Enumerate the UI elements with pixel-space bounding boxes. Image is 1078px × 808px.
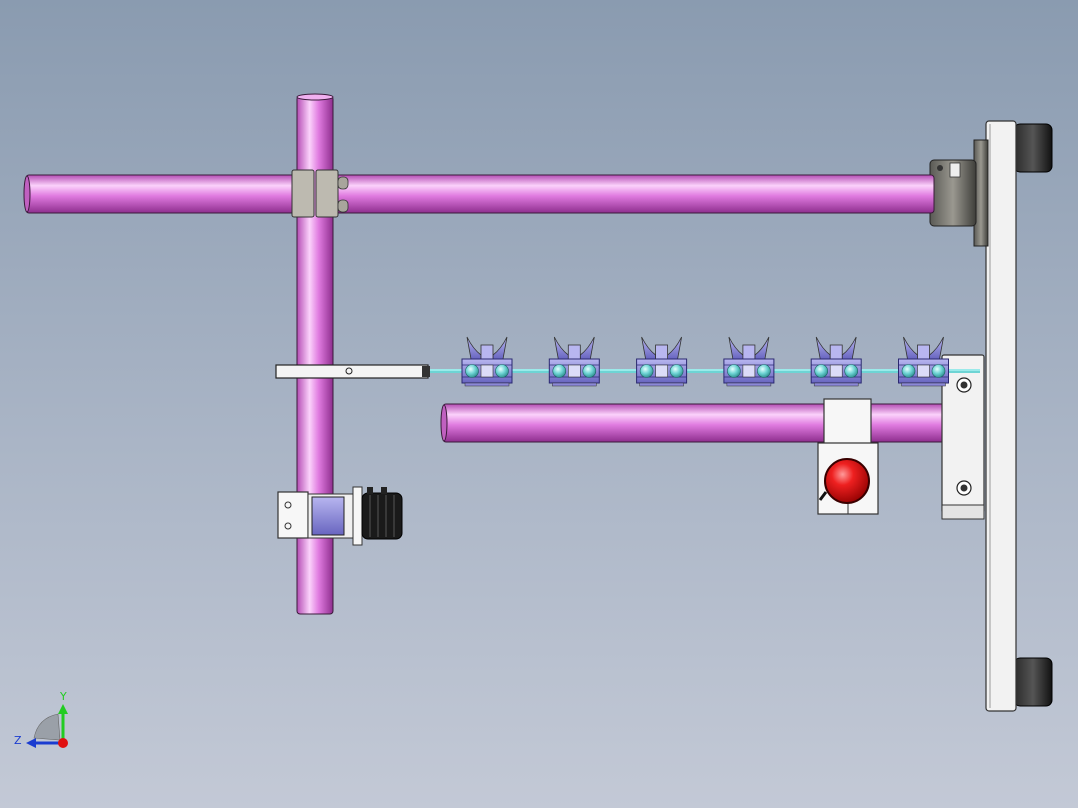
origin-dot: [58, 738, 68, 748]
bead: [639, 364, 654, 378]
black-fitting: [361, 492, 403, 540]
rubber-foot-bottom: [1013, 657, 1053, 707]
rail-clamp: [636, 336, 688, 387]
emergency-stop-assembly: [817, 398, 879, 515]
solenoid-coil: [311, 496, 345, 536]
rail-clamp: [898, 336, 949, 387]
clamp-row: [461, 336, 949, 387]
bead: [814, 364, 829, 378]
bead: [465, 364, 479, 378]
rubber-foot-top: [1013, 123, 1053, 173]
rail-clamp: [461, 336, 513, 387]
axis-triad: Y Z: [14, 690, 68, 748]
horizontal-tube-top: [25, 174, 935, 214]
red-stop-knob: [824, 458, 870, 504]
bead: [669, 364, 684, 378]
bead: [931, 364, 946, 378]
bead: [582, 364, 597, 378]
bead: [757, 364, 771, 378]
solenoid-assembly: [277, 486, 403, 546]
base-plate: [985, 120, 1017, 712]
rail-clamp: [810, 336, 862, 387]
base-plate-assembly: [929, 120, 1053, 712]
bead: [552, 364, 567, 378]
z-axis-label: Z: [14, 734, 22, 747]
side-bracket: [941, 354, 985, 520]
bead: [495, 364, 509, 378]
cross-clamp: [291, 169, 349, 218]
flat-bar: [275, 364, 430, 379]
bead: [901, 364, 916, 378]
rail-clamp: [548, 336, 600, 387]
rail-clamp: [723, 336, 775, 387]
y-axis-label: Y: [59, 690, 67, 703]
bead: [844, 364, 859, 378]
bead: [727, 364, 741, 378]
